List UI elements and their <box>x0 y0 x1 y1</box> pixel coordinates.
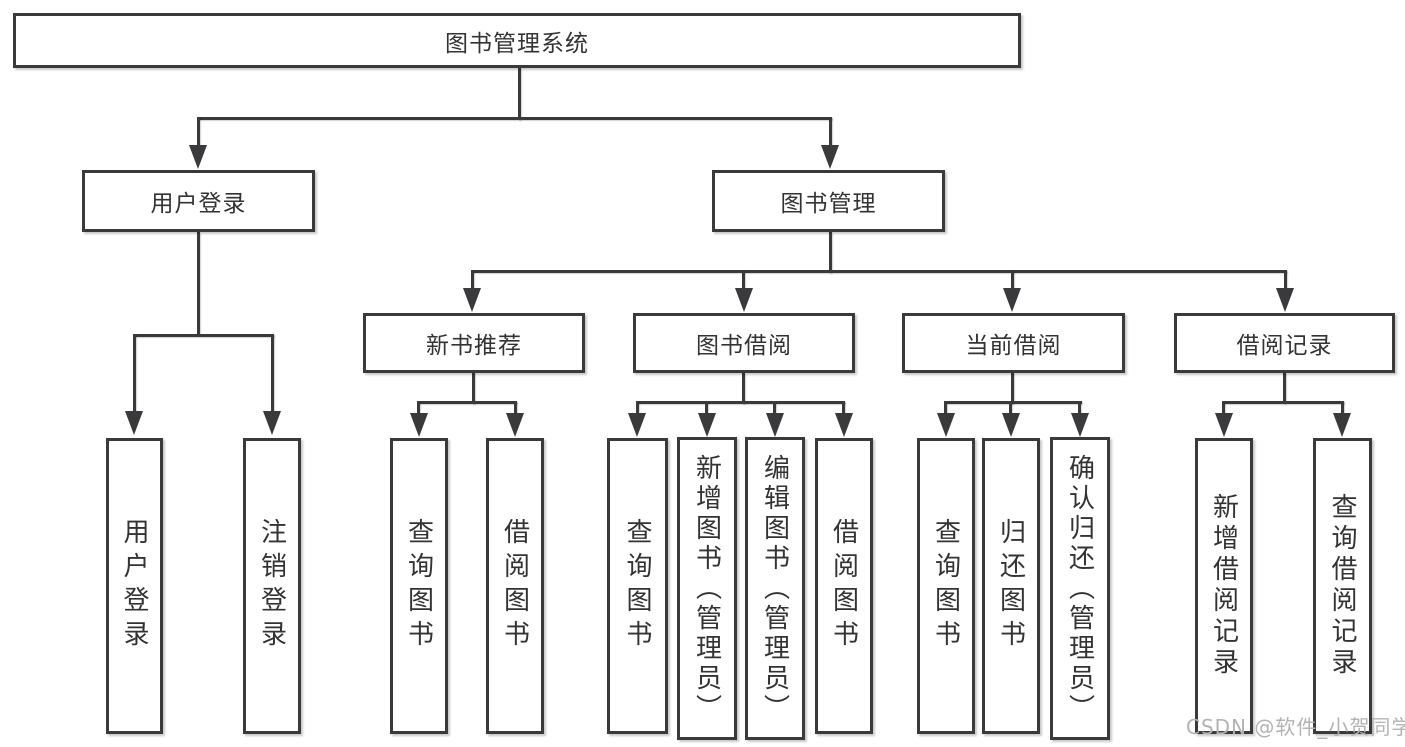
node-label: 新书推荐 <box>426 333 522 359</box>
connector-drop <box>829 117 832 147</box>
node-label: 注销登录 <box>256 518 287 654</box>
node-label: 新增借阅记录 <box>1208 493 1239 679</box>
node-label: 图书管理系统 <box>445 30 589 57</box>
connector-drop <box>133 334 136 411</box>
arrowhead-icon <box>735 288 753 312</box>
connector-stem <box>742 373 745 404</box>
node-query-books-borrow: 查询图书 <box>607 438 668 734</box>
arrowhead-icon <box>937 413 955 437</box>
node-label: 用户登录 <box>150 191 247 217</box>
connector-drop <box>742 270 745 289</box>
node-user-login-leaf: 用户登录 <box>106 438 163 734</box>
node-label: 图书借阅 <box>696 333 792 359</box>
node-label: 当前借阅 <box>965 333 1062 359</box>
arrowhead-icon <box>263 411 281 435</box>
arrowhead-icon <box>821 145 839 169</box>
connector-drop <box>1078 401 1081 414</box>
connector-drop <box>842 401 845 414</box>
connector-drop <box>471 270 474 289</box>
node-add-book-admin: 新增图书（管理员） <box>677 437 737 740</box>
node-label: 借阅图书 <box>499 518 530 654</box>
node-confirm-return-admin: 确认归还（管理员） <box>1050 437 1110 740</box>
node-borrow-books-recommend: 借阅图书 <box>486 438 544 734</box>
connector-drop <box>705 401 708 414</box>
node-borrowing-records: 借阅记录 <box>1174 313 1395 373</box>
connector-rail <box>944 401 1082 404</box>
arrowhead-icon <box>506 413 524 437</box>
connector-drop <box>1009 401 1012 414</box>
connector-drop <box>636 401 639 414</box>
connector-drop <box>1341 401 1344 414</box>
connector-stem <box>1283 373 1286 404</box>
arrowhead-icon <box>1215 413 1233 437</box>
node-logout-leaf: 注销登录 <box>243 438 301 734</box>
node-label: 图书管理 <box>780 191 877 217</box>
connector-stem <box>197 232 200 336</box>
node-label: 确认归还（管理员） <box>1064 453 1095 724</box>
arrowhead-icon <box>463 288 481 312</box>
connector-drop <box>944 401 947 414</box>
connector-stem <box>829 232 832 273</box>
arrowhead-icon <box>410 413 428 437</box>
node-current-borrowing: 当前借阅 <box>902 313 1125 373</box>
node-library-system: 图书管理系统 <box>13 13 1021 68</box>
node-label: 查询图书 <box>403 518 434 654</box>
node-query-books-current: 查询图书 <box>917 438 975 734</box>
connector-root-stem <box>518 68 521 120</box>
node-label: 新增图书（管理员） <box>691 453 722 724</box>
arrowhead-icon <box>189 145 207 169</box>
connector-drop <box>1222 401 1225 414</box>
connector-stem <box>1011 373 1014 404</box>
arrowhead-icon <box>698 413 716 437</box>
connector-rail <box>471 270 1287 273</box>
arrowhead-icon <box>1002 413 1020 437</box>
node-query-books-recommend: 查询图书 <box>390 438 448 734</box>
node-label: 借阅记录 <box>1236 333 1333 359</box>
arrowhead-icon <box>1333 413 1351 437</box>
arrowhead-icon <box>125 411 143 435</box>
connector-stem <box>472 373 475 404</box>
connector-drop <box>1011 270 1014 289</box>
connector-rail <box>417 401 517 404</box>
connector-rail <box>133 334 274 337</box>
node-add-borrow-record: 新增借阅记录 <box>1195 438 1253 734</box>
connector-drop <box>514 401 517 414</box>
node-return-books: 归还图书 <box>982 438 1040 734</box>
node-user-login: 用户登录 <box>82 170 315 232</box>
arrowhead-icon <box>766 413 784 437</box>
connector-rail <box>636 401 845 404</box>
node-book-borrowing: 图书借阅 <box>633 313 855 373</box>
arrowhead-icon <box>835 413 853 437</box>
connector-drop <box>197 117 200 147</box>
arrowhead-icon <box>1003 288 1021 312</box>
arrowhead-icon <box>1071 413 1089 437</box>
node-label: 查询借阅记录 <box>1327 493 1357 679</box>
node-label: 查询图书 <box>930 518 961 654</box>
node-edit-book-admin: 编辑图书（管理员） <box>745 437 805 740</box>
csdn-watermark: CSDN @软件_小贺同学 <box>1186 715 1405 739</box>
node-new-book-recommend: 新书推荐 <box>363 313 585 373</box>
node-label: 查询图书 <box>622 518 652 654</box>
node-label: 编辑图书（管理员） <box>759 453 790 724</box>
connector-drop <box>1284 270 1287 289</box>
node-book-management: 图书管理 <box>712 170 945 232</box>
node-label: 借阅图书 <box>828 518 859 654</box>
node-label: 用户登录 <box>119 518 149 654</box>
node-borrow-books-leaf: 借阅图书 <box>815 438 873 734</box>
connector-drop <box>417 401 420 414</box>
arrowhead-icon <box>628 413 646 437</box>
node-label: 归还图书 <box>995 518 1026 654</box>
node-query-borrow-record: 查询借阅记录 <box>1313 438 1372 734</box>
connector-root-rail <box>197 117 832 120</box>
connector-rail <box>1222 401 1344 404</box>
connector-drop <box>271 334 274 411</box>
arrowhead-icon <box>1276 288 1294 312</box>
connector-drop <box>773 401 776 414</box>
